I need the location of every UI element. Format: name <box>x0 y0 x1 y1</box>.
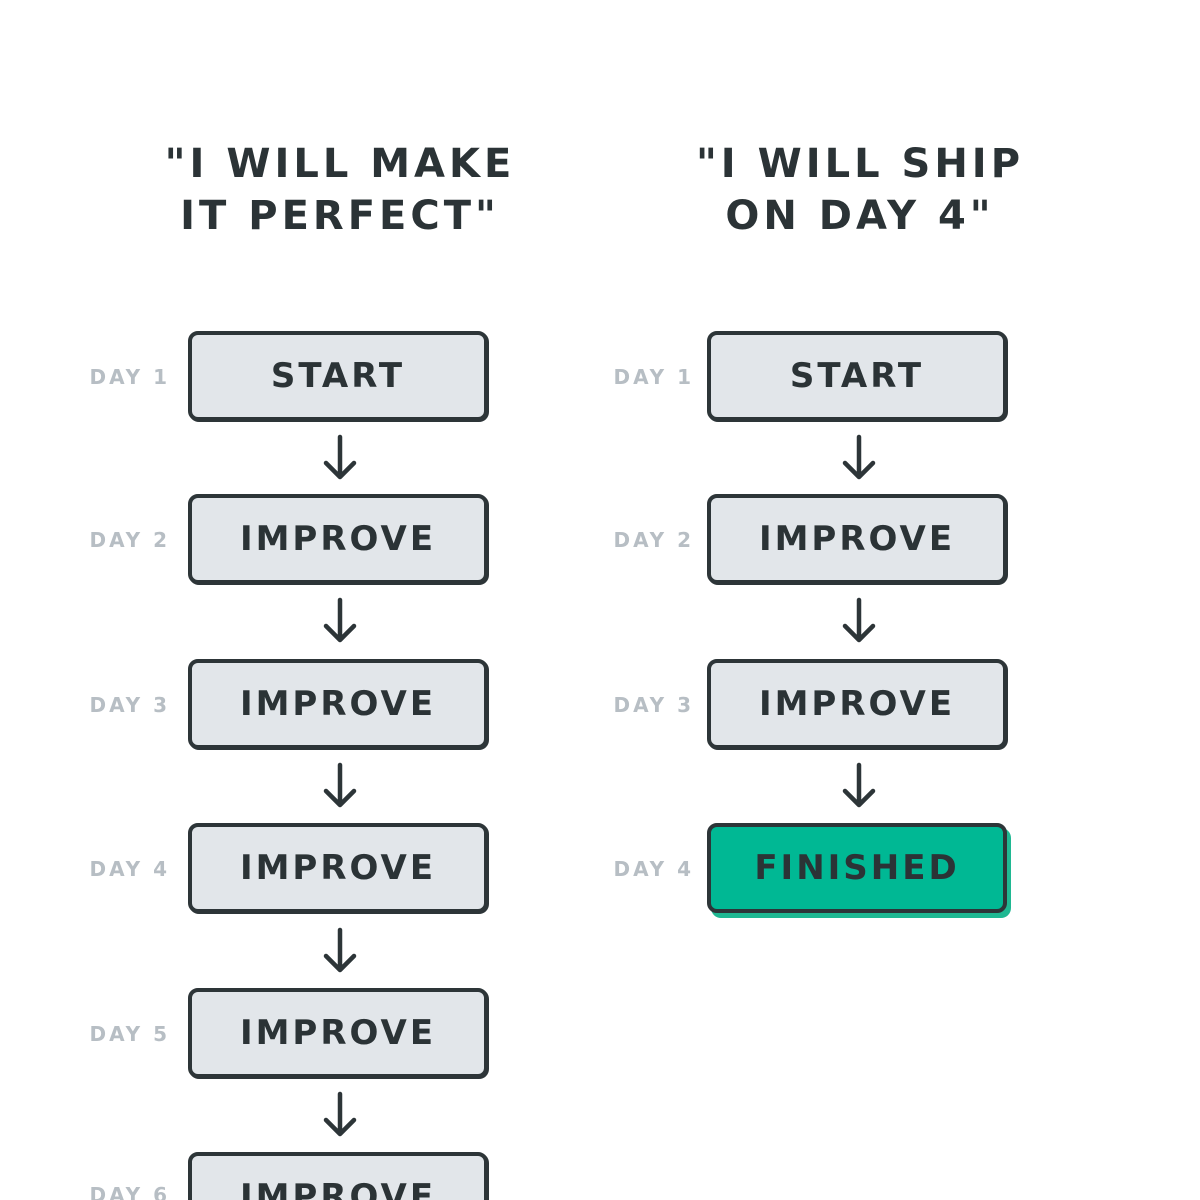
day-label-6: DAY 6 <box>89 1183 170 1200</box>
heading-line: "I WILL SHIP <box>695 141 1025 187</box>
down-arrow-icon <box>839 433 879 483</box>
day-label-1: DAY 1 <box>89 365 170 389</box>
step-box-improve: IMPROVE <box>188 659 488 749</box>
perfectionist-heading: "I WILL MAKE IT PERFECT" <box>80 138 600 242</box>
down-arrow-icon <box>839 761 879 811</box>
heading-line: "I WILL MAKE <box>164 141 516 187</box>
down-arrow-icon <box>320 433 360 483</box>
step-box-improve: IMPROVE <box>188 823 488 913</box>
down-arrow-icon <box>320 926 360 976</box>
step-box-improve: IMPROVE <box>707 659 1007 749</box>
heading-line: IT PERFECT" <box>180 193 500 239</box>
step-box-finished: FINISHED <box>707 823 1007 913</box>
day-label-4: DAY 4 <box>89 857 170 881</box>
shipper-heading: "I WILL SHIP ON DAY 4" <box>600 138 1120 242</box>
step-box-improve: IMPROVE <box>188 1152 488 1200</box>
heading-line: ON DAY 4" <box>725 193 995 239</box>
day-label-3: DAY 3 <box>89 693 170 717</box>
day-label-2: DAY 2 <box>613 528 694 552</box>
day-label-5: DAY 5 <box>89 1022 170 1046</box>
down-arrow-icon <box>320 761 360 811</box>
step-box-start: START <box>188 331 488 421</box>
step-box-start: START <box>707 331 1007 421</box>
down-arrow-icon <box>320 596 360 646</box>
day-label-2: DAY 2 <box>89 528 170 552</box>
step-box-improve: IMPROVE <box>188 988 488 1078</box>
step-box-improve: IMPROVE <box>188 494 488 584</box>
down-arrow-icon <box>839 596 879 646</box>
day-label-3: DAY 3 <box>613 693 694 717</box>
down-arrow-icon <box>320 1090 360 1140</box>
day-label-4: DAY 4 <box>613 857 694 881</box>
step-box-improve: IMPROVE <box>707 494 1007 584</box>
day-label-1: DAY 1 <box>613 365 694 389</box>
